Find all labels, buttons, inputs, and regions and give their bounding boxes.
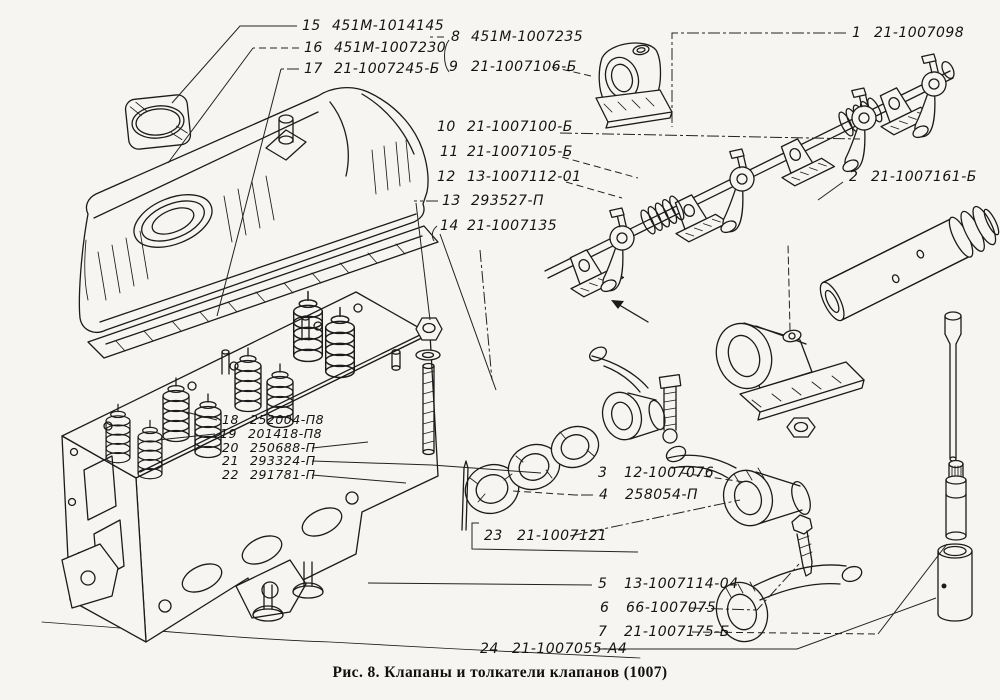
rocker-arm-2 [665,417,816,527]
rocker-arm-detail [588,346,682,444]
intake-ports [158,491,359,613]
oil-filler-neck [133,194,213,248]
upper-bushing [945,459,967,541]
pushrod [944,311,962,462]
valve-cover [78,86,429,333]
breather-gasket-plate [124,94,192,150]
rocker-stand-center [715,243,865,421]
rocker-shaft-assembly [544,50,966,301]
stud [422,362,435,456]
tappet-guide-bushing [937,543,973,622]
rocker-shaft-tube [819,205,1000,322]
small-bolt [391,349,401,371]
nut [415,317,443,341]
figure-caption: Рис. 8. Клапаны и толкатели клапанов (10… [332,664,667,681]
rocker-arm-3 [715,564,863,643]
pin [461,460,469,531]
rocker-stand-single [595,42,673,129]
head-studs [221,315,310,375]
mount-ears [61,543,307,619]
tappet-adjusting-bolt [791,514,813,577]
valve-seal-rings [464,425,600,515]
lock-nut [786,417,816,438]
adjusting-screw [658,374,682,444]
view-arrow [611,300,649,323]
cover-gasket [87,225,439,359]
cover-bolt [265,114,307,161]
washer [415,349,441,361]
stud-column [391,317,443,456]
leader-lines [157,25,948,650]
